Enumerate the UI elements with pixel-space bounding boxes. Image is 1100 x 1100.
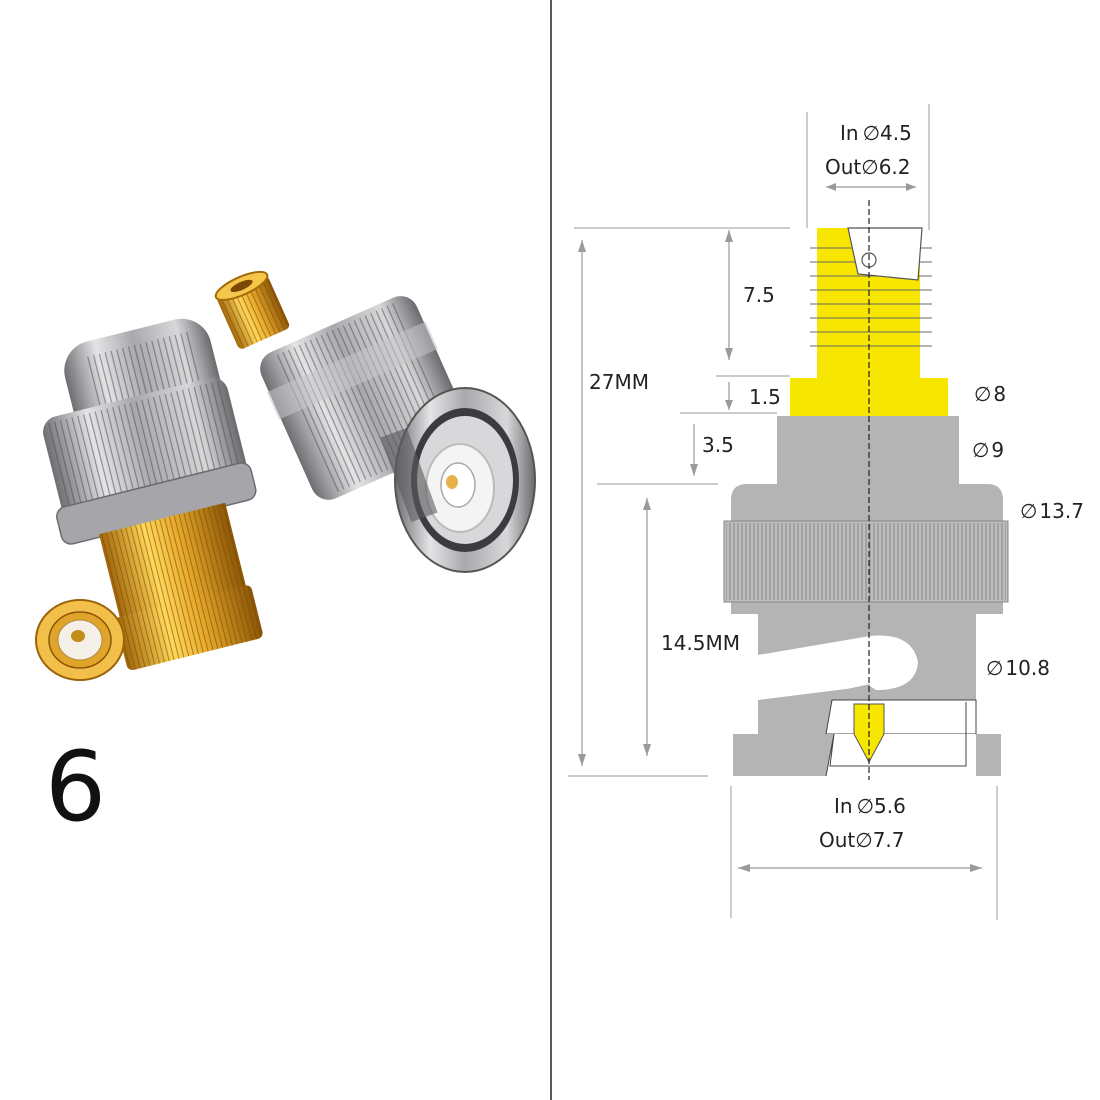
diameter-symbol: ∅ — [1020, 499, 1037, 523]
svg-text:Out∅6.2: Out∅6.2 — [825, 155, 911, 179]
svg-text:∅10.8: ∅10.8 — [986, 656, 1050, 680]
top-inner-value: 4.5 — [880, 121, 912, 145]
dim-7-5-label: 7.5 — [743, 283, 775, 307]
dia-13-7-value: 13.7 — [1039, 499, 1084, 523]
dia-10-8-value: 10.8 — [1005, 656, 1050, 680]
connector-photo — [35, 270, 536, 681]
svg-text:Out∅7.7: Out∅7.7 — [819, 828, 905, 852]
rear-adapter — [214, 270, 536, 573]
top-outer-prefix: Out — [825, 155, 861, 179]
dim-14-5-label: 14.5MM — [661, 631, 740, 655]
diameter-symbol: ∅ — [861, 155, 878, 179]
diameter-symbol: ∅ — [855, 828, 872, 852]
dia-8-value: 8 — [993, 382, 1006, 406]
svg-text:In∅5.6: In∅5.6 — [834, 794, 906, 818]
bottom-outer-prefix: Out — [819, 828, 855, 852]
dimension-drawing: In∅4.5 Out∅6.2 7.5 27MM 1.5 3.5 14.5MM ∅… — [568, 104, 1084, 920]
svg-text:In∅4.5: In∅4.5 — [840, 121, 912, 145]
dim-3-5-label: 3.5 — [702, 433, 734, 457]
top-inner-prefix: In — [840, 121, 859, 145]
bottom-inner-value: 5.6 — [874, 794, 906, 818]
diameter-symbol: ∅ — [857, 794, 874, 818]
bottom-diameter-label: In∅5.6 Out∅7.7 — [819, 794, 906, 852]
bottom-outer-value: 7.7 — [873, 828, 905, 852]
svg-text:∅13.7: ∅13.7 — [1020, 499, 1084, 523]
diameter-symbol: ∅ — [972, 438, 989, 462]
diameter-symbol: ∅ — [863, 121, 880, 145]
top-outer-value: 6.2 — [879, 155, 911, 179]
diameter-symbol: ∅ — [974, 382, 991, 406]
front-adapter — [35, 318, 263, 681]
svg-text:∅8: ∅8 — [974, 382, 1006, 406]
body-9 — [777, 416, 959, 484]
dim-27-label: 27MM — [589, 370, 649, 394]
dim-1-5-label: 1.5 — [749, 385, 781, 409]
svg-text:∅9: ∅9 — [972, 438, 1004, 462]
bottom-inner-prefix: In — [834, 794, 853, 818]
panel-number: 6 — [45, 731, 106, 843]
diameter-symbol: ∅ — [986, 656, 1003, 680]
top-diameter-label: In∅4.5 Out∅6.2 — [825, 121, 912, 179]
dia-9-value: 9 — [991, 438, 1004, 462]
